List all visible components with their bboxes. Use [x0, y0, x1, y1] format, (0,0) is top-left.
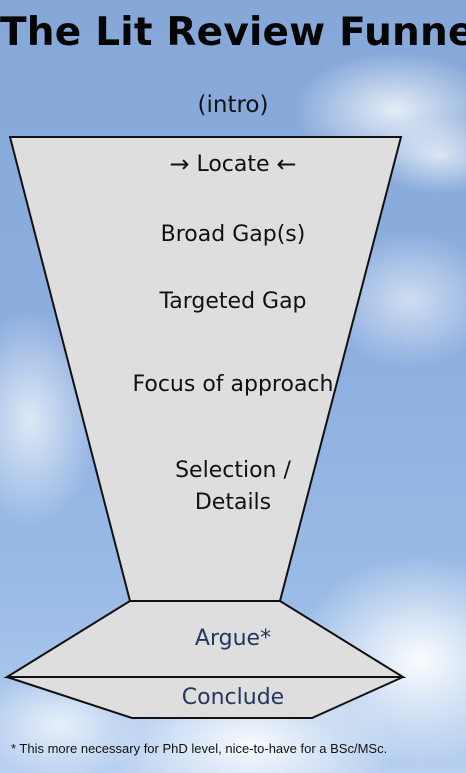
- intro-label: (intro): [197, 92, 269, 118]
- argue-label: Argue*: [194, 626, 272, 651]
- selection-line-1: Selection /: [175, 458, 291, 483]
- locate-stage: → Locate ←: [0, 151, 466, 177]
- selection-line-2: Details: [194, 489, 272, 515]
- focus-label: Focus of approach: [132, 372, 334, 397]
- broad-gap-label: Broad Gap(s): [160, 222, 306, 247]
- conclude-section-shape: [6, 676, 404, 719]
- page-title: The Lit Review Funnel: [0, 10, 466, 55]
- conclude-label: Conclude: [181, 685, 285, 710]
- targeted-gap-label: Targeted Gap: [159, 289, 307, 314]
- footnote: * This more necessary for PhD level, nic…: [11, 741, 388, 756]
- selection-label: Selection / Details: [0, 455, 466, 519]
- locate-label: Locate: [196, 151, 270, 177]
- left-arrow-icon: ←: [276, 150, 297, 178]
- right-arrow-icon: →: [169, 150, 190, 178]
